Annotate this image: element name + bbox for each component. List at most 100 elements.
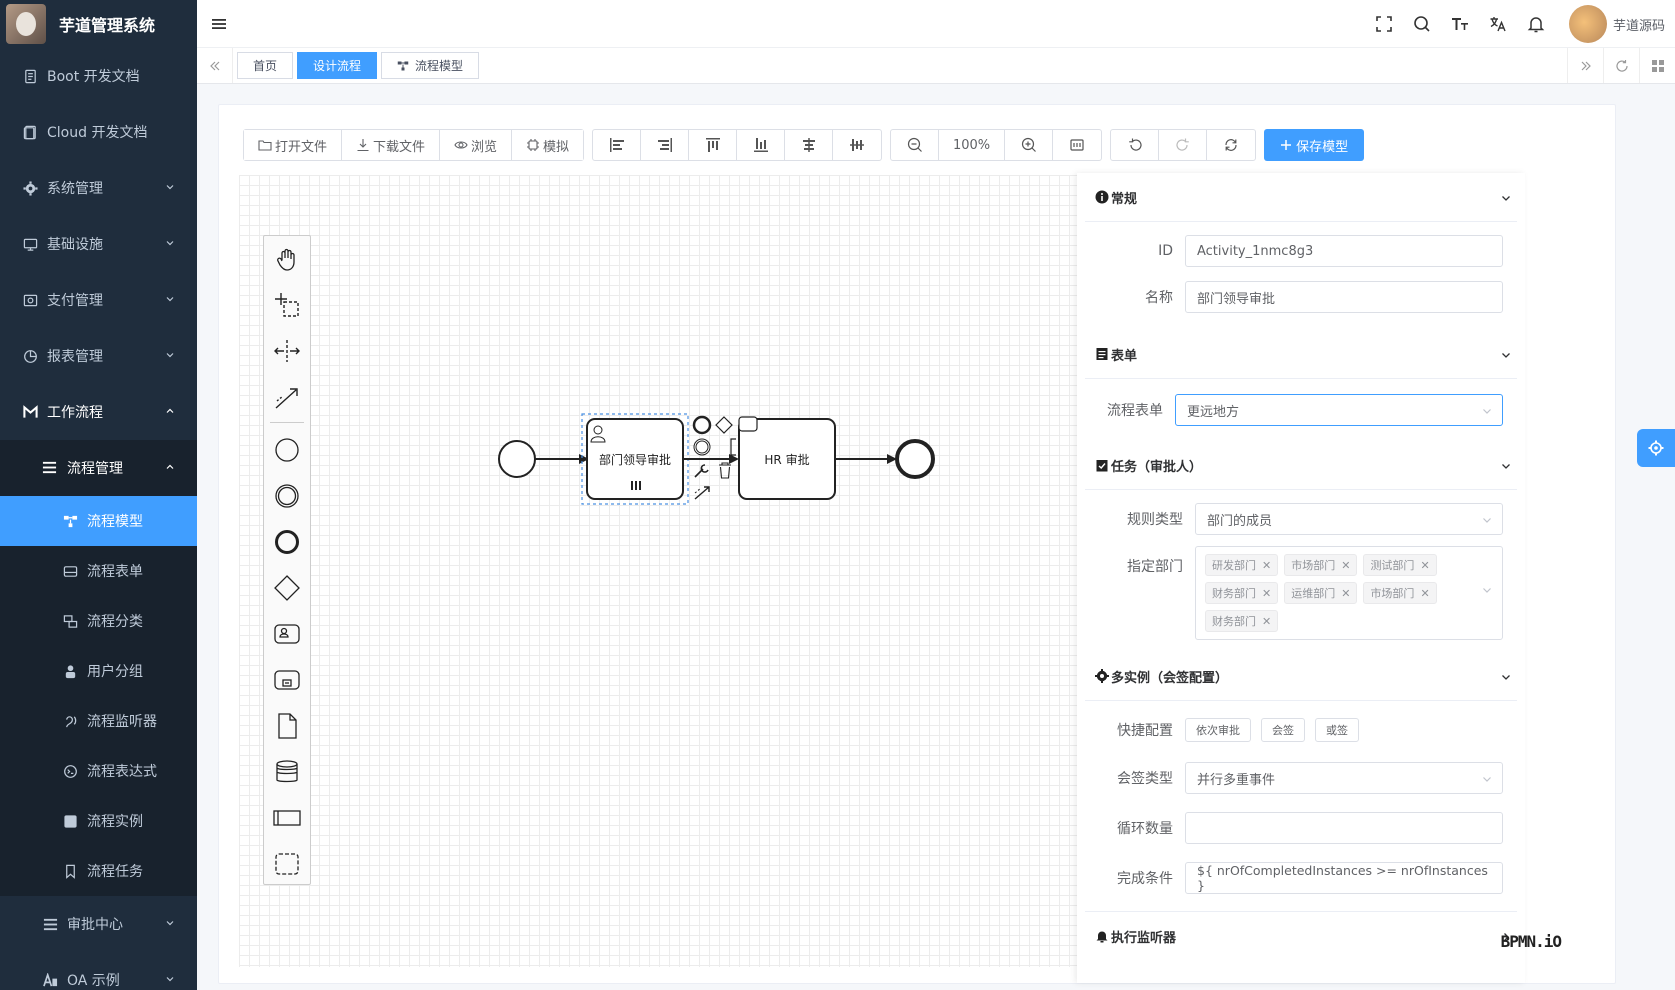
- tag-home[interactable]: 首页: [237, 52, 294, 79]
- font-size-icon[interactable]: [1450, 14, 1470, 34]
- reset-button[interactable]: [1207, 130, 1255, 160]
- rule-type-select[interactable]: 部门的成员: [1195, 503, 1503, 535]
- tag-process-model[interactable]: 流程模型: [381, 52, 480, 79]
- hand-tool[interactable]: [264, 236, 310, 282]
- space-tool[interactable]: [264, 328, 310, 374]
- user-name[interactable]: 芋道源码: [1612, 18, 1665, 34]
- close-icon[interactable]: ✕: [1341, 558, 1351, 572]
- connect-icon[interactable]: [694, 486, 710, 500]
- sidebar-item-report[interactable]: 报表管理: [0, 328, 197, 384]
- align-right-button[interactable]: [641, 130, 690, 160]
- start-event[interactable]: [498, 440, 536, 478]
- bpmn-io-logo[interactable]: BPMN.iO: [1500, 932, 1562, 951]
- sidebar-item-process-task[interactable]: 流程任务: [0, 846, 197, 896]
- lasso-tool[interactable]: [264, 282, 310, 328]
- sidebar-item-process-expression[interactable]: 流程表达式: [0, 746, 197, 796]
- simulate-button[interactable]: 模拟: [512, 130, 584, 160]
- create-gateway[interactable]: [264, 565, 310, 611]
- zoom-out-button[interactable]: [891, 130, 940, 160]
- global-connect-tool[interactable]: [264, 374, 310, 420]
- text-annotation-icon[interactable]: [730, 438, 736, 456]
- countersign-type-select[interactable]: 并行多重事件: [1185, 762, 1503, 794]
- create-subprocess[interactable]: [264, 657, 310, 703]
- close-icon[interactable]: ✕: [1420, 586, 1430, 600]
- hamburger-icon[interactable]: [209, 14, 229, 34]
- close-icon[interactable]: ✕: [1262, 614, 1272, 628]
- open-file-button[interactable]: 打开文件: [244, 130, 343, 160]
- logo[interactable]: 芋道管理系统: [0, 0, 197, 48]
- close-icon[interactable]: ✕: [1341, 586, 1351, 600]
- sidebar-item-oa-example[interactable]: OA 示例: [0, 952, 197, 990]
- create-start-event[interactable]: [264, 427, 310, 473]
- sidebar-item-system[interactable]: 系统管理: [0, 160, 197, 216]
- sidebar-item-process-instance[interactable]: 流程实例: [0, 796, 197, 846]
- sidebar-item-cloud-docs[interactable]: Cloud 开发文档: [0, 104, 197, 160]
- sidebar-item-process-form[interactable]: 流程表单: [0, 546, 197, 596]
- bell-icon[interactable]: [1526, 14, 1546, 34]
- section-multi-instance-header[interactable]: 多实例（会签配置）: [1085, 652, 1517, 701]
- align-left-button[interactable]: [593, 130, 642, 160]
- completion-condition-input[interactable]: ${ nrOfCompletedInstances >= nrOfInstanc…: [1185, 862, 1503, 894]
- tabs-grid-button[interactable]: [1639, 48, 1675, 83]
- end-event[interactable]: [895, 439, 935, 479]
- wrench-icon[interactable]: [694, 464, 709, 478]
- tag-design-process[interactable]: 设计流程: [297, 52, 378, 79]
- download-file-button[interactable]: 下载文件: [342, 130, 441, 160]
- refresh-tab-button[interactable]: [1603, 48, 1639, 83]
- sidebar-item-process-listener[interactable]: 流程监听器: [0, 696, 197, 746]
- align-middle-button[interactable]: [833, 130, 881, 160]
- undo-button[interactable]: [1111, 130, 1160, 160]
- create-group[interactable]: [264, 841, 310, 887]
- avatar[interactable]: [1568, 5, 1607, 43]
- section-general-header[interactable]: 常规: [1085, 173, 1517, 222]
- create-user-task[interactable]: [264, 611, 310, 657]
- scroll-left-button[interactable]: [197, 48, 233, 83]
- id-input[interactable]: Activity_1nmc8g3: [1185, 235, 1503, 267]
- sidebar-item-process-category[interactable]: 流程分类: [0, 596, 197, 646]
- append-gateway-icon[interactable]: [715, 416, 733, 434]
- translate-icon[interactable]: [1488, 14, 1508, 34]
- save-model-button[interactable]: 保存模型: [1264, 129, 1365, 161]
- bpmn-canvas[interactable]: 部门领导审批 HR 审批: [239, 175, 1099, 967]
- close-icon[interactable]: ✕: [1262, 558, 1272, 572]
- settings-float-button[interactable]: [1637, 429, 1675, 467]
- sidebar-item-payment[interactable]: 支付管理: [0, 272, 197, 328]
- name-input[interactable]: 部门领导审批: [1185, 281, 1503, 313]
- redo-button[interactable]: [1159, 130, 1208, 160]
- section-listener-header[interactable]: 执行监听器: [1085, 911, 1517, 960]
- preview-button[interactable]: 浏览: [440, 130, 513, 160]
- align-bottom-button[interactable]: [737, 130, 786, 160]
- countersign-button[interactable]: 会签: [1261, 718, 1305, 742]
- append-end-event-icon[interactable]: [692, 415, 712, 435]
- align-top-button[interactable]: [689, 130, 738, 160]
- search-icon[interactable]: [1412, 14, 1432, 34]
- create-end-event[interactable]: [264, 519, 310, 565]
- sidebar-item-process-model[interactable]: 流程模型: [0, 496, 197, 546]
- process-form-select[interactable]: 更远地方: [1175, 394, 1503, 426]
- loop-count-input[interactable]: [1185, 812, 1503, 844]
- append-task-icon[interactable]: [738, 416, 758, 432]
- close-icon[interactable]: ✕: [1262, 586, 1272, 600]
- create-pool[interactable]: [264, 795, 310, 841]
- align-center-button[interactable]: [785, 130, 834, 160]
- sidebar-item-user-group[interactable]: 用户分组: [0, 646, 197, 696]
- sidebar-item-boot-docs[interactable]: Boot 开发文档: [0, 48, 197, 104]
- section-task-header[interactable]: 任务（审批人）: [1085, 441, 1517, 490]
- sidebar-item-approval-center[interactable]: 审批中心: [0, 896, 197, 952]
- scroll-right-button[interactable]: [1567, 48, 1603, 83]
- zoom-in-button[interactable]: [1005, 130, 1054, 160]
- close-icon[interactable]: ✕: [1420, 558, 1430, 572]
- fit-viewport-button[interactable]: [1053, 130, 1101, 160]
- trash-icon[interactable]: [719, 462, 731, 479]
- fullscreen-icon[interactable]: [1374, 14, 1394, 34]
- sidebar-item-process-management[interactable]: 流程管理: [0, 440, 197, 496]
- or-sign-button[interactable]: 或签: [1315, 718, 1359, 742]
- create-data-store[interactable]: [264, 749, 310, 795]
- create-intermediate-event[interactable]: [264, 473, 310, 519]
- create-data-object[interactable]: [264, 703, 310, 749]
- sequential-approval-button[interactable]: 依次审批: [1185, 718, 1251, 742]
- sidebar-item-workflow[interactable]: 工作流程: [0, 384, 197, 440]
- sidebar-item-infra[interactable]: 基础设施: [0, 216, 197, 272]
- dept-multi-select[interactable]: 研发部门✕ 市场部门✕ 测试部门✕ 财务部门✕ 运维部门✕ 市场部门✕ 财务部门…: [1195, 546, 1503, 640]
- section-form-header[interactable]: 表单: [1085, 330, 1517, 379]
